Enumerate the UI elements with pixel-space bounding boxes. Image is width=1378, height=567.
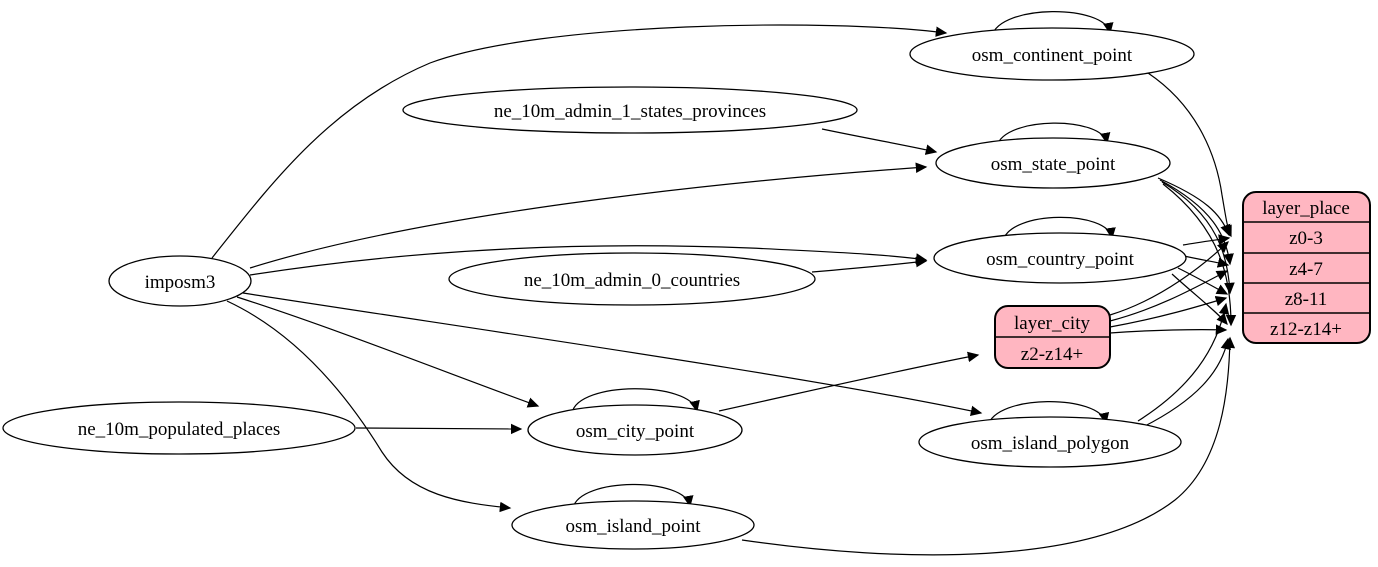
edge-layer_city-layer_place-z12-z14 <box>1109 324 1228 335</box>
edge-osm_country_point-layer_place-z12-z14 <box>1171 273 1228 326</box>
osm_state_point-ellipse <box>935 137 1171 189</box>
record-layer_city: layer_city z2-z14+ <box>994 305 1111 369</box>
ne_10m_admin_0_countries-ellipse <box>448 252 816 306</box>
edge-imposm3-osm_island_polygon <box>242 292 983 417</box>
layer_place-row-z4-7: z4-7 <box>1289 259 1323 280</box>
ne_10m_admin_1_states_provinces-ellipse <box>402 86 858 134</box>
layer_city-title: layer_city <box>1014 313 1090 334</box>
node-osm_city_point: osm_city_point <box>527 404 743 456</box>
node-osm_island_polygon: osm_island_polygon <box>918 416 1182 468</box>
node-osm_island_point: osm_island_point <box>511 500 755 550</box>
osm_city_point-ellipse <box>527 404 743 456</box>
imposm3-label: imposm3 <box>145 272 216 293</box>
layer_place-row-z8-11: z8-11 <box>1285 289 1328 310</box>
selfloop-osm_state_point <box>996 122 1111 147</box>
node-osm_continent_point: osm_continent_point <box>909 27 1195 81</box>
selfloop-osm_island_point <box>572 483 694 509</box>
edge-layer_city-layer_place-z8-11 <box>1109 295 1228 328</box>
ne_10m_populated_places-label: ne_10m_populated_places <box>78 419 281 440</box>
layer_place-row-z12-z14: z12-z14+ <box>1270 319 1342 340</box>
edge-osm_island_point-layer_place-z12-z14 <box>741 336 1236 556</box>
ne_10m_admin_1_states_provinces-label: ne_10m_admin_1_states_provinces <box>494 101 766 122</box>
edge-imposm3-osm_state_point <box>249 162 928 269</box>
osm_city_point-label: osm_city_point <box>576 421 695 442</box>
edge-imposm3-osm_city_point <box>236 296 540 408</box>
osm_island_polygon-ellipse <box>918 416 1182 468</box>
edge-ne_10m_admin_1_states_provinces-osm_state_point <box>821 128 938 155</box>
osm_state_point-label: osm_state_point <box>991 154 1116 175</box>
edge-layer_city-layer_place-z0-3 <box>1109 241 1229 316</box>
node-ne_10m_admin_0_countries: ne_10m_admin_0_countries <box>448 252 816 306</box>
edge-osm_island_polygon-layer_place-z12-z14 <box>1142 337 1232 428</box>
edge-osm_country_point-layer_place-z8-11 <box>1177 267 1229 295</box>
node-imposm3: imposm3 <box>108 255 252 307</box>
layer_place-title: layer_place <box>1262 198 1350 219</box>
edge-layer_city-layer_place-z4-7 <box>1109 270 1229 322</box>
selfloop-osm_continent_point <box>991 11 1114 37</box>
edge-osm_state_point-layer_place-z4-7 <box>1159 179 1234 266</box>
edge-imposm3-osm_island_point <box>226 300 512 513</box>
node-osm_country_point: osm_country_point <box>933 232 1187 284</box>
imposm3-ellipse <box>108 255 252 307</box>
edge-group <box>211 11 1237 556</box>
layer_city-row-z2-z14: z2-z14+ <box>1021 344 1083 365</box>
selfloop-osm_city_point <box>571 388 700 414</box>
node-ne_10m_admin_1_states_provinces: ne_10m_admin_1_states_provinces <box>402 86 858 134</box>
osm_island_point-ellipse <box>511 500 755 550</box>
osm_continent_point-ellipse <box>909 27 1195 81</box>
layer_place-row-z0-3: z0-3 <box>1289 228 1323 249</box>
edge-osm_state_point-layer_place-z8-11 <box>1161 181 1235 295</box>
edge-osm_country_point-layer_place-z4-7 <box>1183 255 1230 268</box>
edge-osm_state_point-layer_place-z0-3 <box>1157 177 1231 237</box>
edge-imposm3-osm_country_point <box>249 245 928 276</box>
osm_country_point-ellipse <box>933 232 1187 284</box>
edge-imposm3-osm_continent_point <box>211 24 948 259</box>
edge-osm_island_polygon-layer_place-z8-11 <box>1137 302 1230 422</box>
edge-osm_country_point-layer_place-z0-3 <box>1182 234 1231 246</box>
record-layer_place: layer_place z0-3 z4-7 z8-11 z12-z14+ <box>1242 191 1371 344</box>
node-ne_10m_populated_places: ne_10m_populated_places <box>2 401 356 455</box>
node-osm_state_point: osm_state_point <box>935 137 1171 189</box>
selfloop-osm_island_polygon <box>987 401 1110 427</box>
edge-osm_city_point-layer_city-z2-z14 <box>718 351 980 412</box>
layer_place-box <box>1242 191 1371 344</box>
osm_island_polygon-label: osm_island_polygon <box>971 433 1130 454</box>
edge-ne_10m_admin_0_countries-osm_country_point <box>811 256 928 273</box>
edge-osm_state_point-layer_place-z12-z14 <box>1162 183 1237 327</box>
ne_10m_populated_places-ellipse <box>2 401 356 455</box>
osm_continent_point-label: osm_continent_point <box>972 45 1133 66</box>
osm_island_point-label: osm_island_point <box>565 516 701 537</box>
ne_10m_admin_0_countries-label: ne_10m_admin_0_countries <box>524 270 740 291</box>
selfloop-osm_country_point <box>1002 216 1116 242</box>
edge-ne_10m_populated_places-osm_city_point <box>355 423 523 435</box>
osm_country_point-label: osm_country_point <box>986 249 1134 270</box>
